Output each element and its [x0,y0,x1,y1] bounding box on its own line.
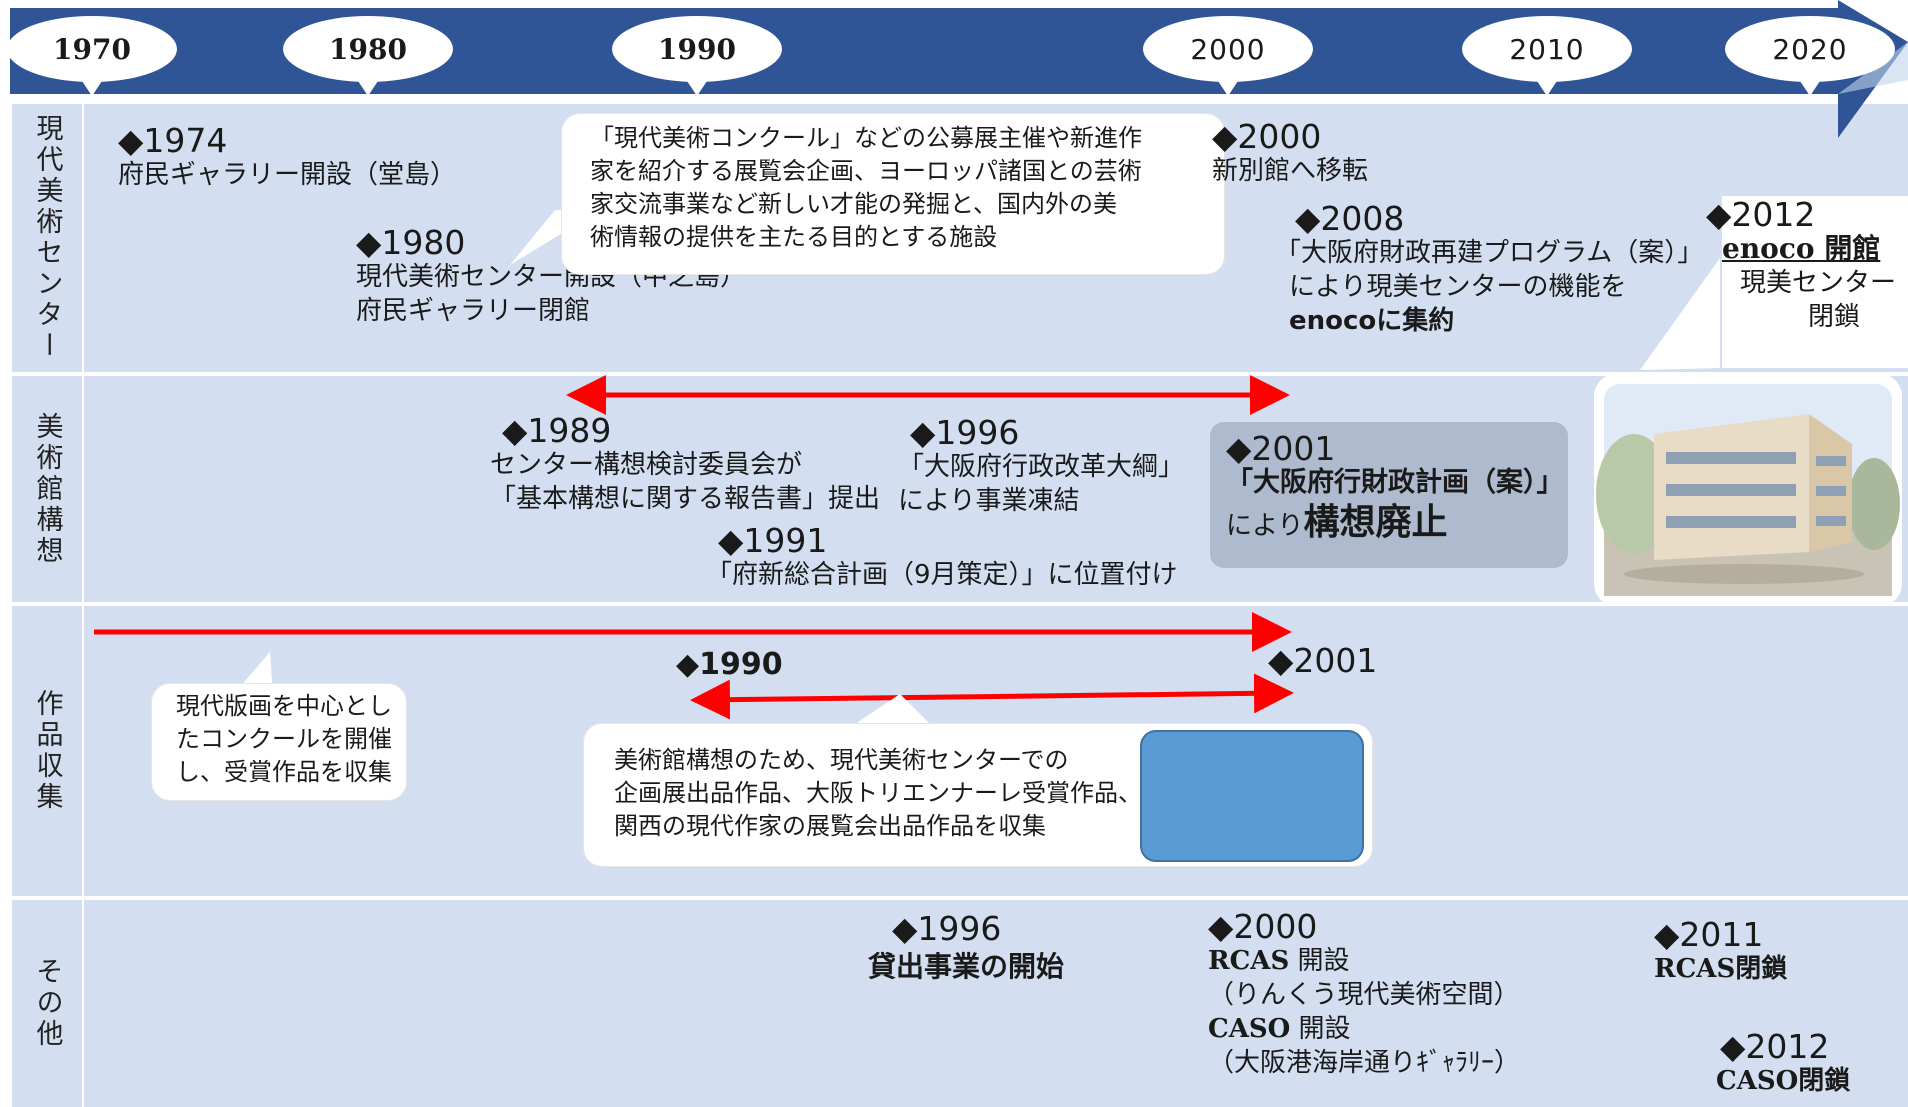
event-2012-enoco: ◆2012 enoco 開館 現美センター 閉鎖 [1706,195,1897,333]
event-2000-rcas-caso: ◆2000 RCAS 開設 （りんくう現代美術空間） CASO 開設 （大阪港海… [1208,907,1521,1079]
year-label-2010: 2010 [1509,32,1585,66]
event-2001-abolish-box [1210,422,1568,568]
row-head-divider [82,104,84,1107]
event-1996-lending: ◆1996 貸出事業の開始 [868,909,1065,984]
event-1990-collection: ◆1990 [676,647,783,682]
event-2012-caso-close: ◆2012 CASO閉鎖 [1716,1027,1851,1097]
year-label-2020: 2020 [1772,32,1848,66]
event-1996-freeze: ◆1996 「大阪府行政改革大綱」 により事業凍結 [898,413,1185,517]
collection-span-arrow-1990 [690,673,1294,720]
row-title-plan: 美術館構想 [31,411,63,567]
year-label-2000: 2000 [1190,32,1266,66]
building-image [1596,384,1900,596]
center-description-callout: 「現代美術コンクール」などの公募展主催や新進作 家を紹介する展覧会企画、ヨーロッ… [562,114,1224,274]
year-label-1980: 1980 [329,32,407,66]
event-2008: ◆2008 「大阪府財政再建プログラム（案）」 により現美センターの機能を en… [1275,199,1704,337]
collection-callout-prints: 現代版画を中心とし たコンクールを開催 し、受賞作品を収集 [152,684,406,800]
row-title-other: その他 [31,957,63,1050]
row-title-center: 現代美術センター [31,114,63,362]
event-2011-rcas-close: ◆2011 RCAS閉鎖 [1654,915,1788,985]
year-label-1990: 1990 [658,32,736,66]
event-1974: ◆1974 府民ギャラリー開設（堂島） [118,121,457,191]
row-title-collection: 作品収集 [31,689,63,813]
event-2001-collection: ◆2001 [1268,641,1378,680]
timeline-arrow [7,0,1908,138]
event-1989: ◆1989 センター構想検討委員会が 「基本構想に関する報告書」提出 [490,411,881,515]
event-1991: ◆1991 「府新総合計画（9月策定）」に位置付け [706,521,1178,591]
enoco-building-photo [1594,374,1902,606]
photo-pointer [1640,258,1720,370]
enoco-highlight-box [1722,196,1908,368]
blue-placeholder-box [1140,730,1364,862]
row-band-other [12,900,1908,1107]
event-2001-abolish: ◆2001 「大阪府行財政計画（案）」 により構想廃止 [1226,429,1564,543]
year-label-1970: 1970 [53,32,131,66]
event-2000-move: ◆2000 新別館へ移転 [1212,117,1369,187]
